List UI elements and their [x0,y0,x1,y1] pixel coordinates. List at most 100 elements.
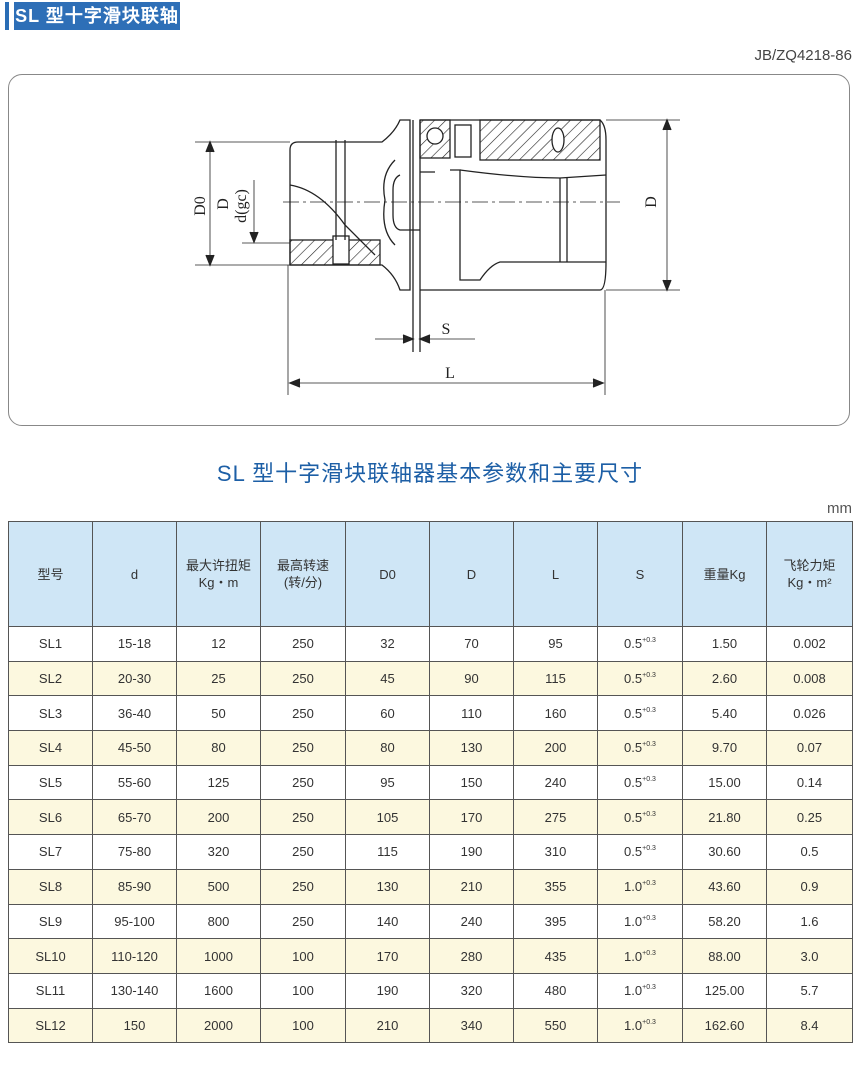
cell-value: 1.0 [624,983,643,999]
cell-weight: 9.70 [682,730,767,766]
column-header: d [92,521,177,627]
cell-model: SL6 [8,799,93,836]
cell-speed: 100 [260,938,346,974]
cell-model: SL9 [8,903,93,940]
cell-value: 200 [544,740,567,756]
cell-value: 355 [544,879,567,895]
cell-value: SL5 [38,775,63,791]
s-tolerance: +0.3 [642,1018,656,1026]
cell-value: 162.60 [704,1017,745,1033]
label-s: S [442,321,451,338]
cell-model: SL3 [8,695,93,732]
cell-value: 65-70 [117,809,152,825]
cell-value: 160 [544,705,567,721]
cell-value: 800 [207,913,230,929]
cell-value: 80 [380,740,395,756]
cell-value: 100 [292,948,314,964]
cell-value: 200 [207,809,230,825]
cell-value: SL2 [38,671,63,687]
cell-value: 100 [292,983,314,999]
column-header: 型号 [8,521,93,627]
column-header-line1: 型号 [37,566,64,582]
cell-moment: 1.6 [766,903,853,940]
cell-value: 0.5 [624,775,643,791]
cell-torque: 125 [176,764,261,801]
cell-d: 130-140 [92,972,177,1009]
s-tolerance: +0.3 [642,914,656,922]
cell-value: 480 [544,983,567,999]
cell-moment: 0.07 [766,730,853,766]
cell-value: 130-140 [110,983,159,999]
cell-value: 88.00 [708,948,741,964]
cell-value: 43.60 [708,879,741,895]
cell-d: 36-40 [92,695,177,732]
cell-l: 395 [513,903,598,940]
cell-d: 110-120 [92,938,177,974]
s-tolerance: +0.3 [642,672,656,680]
cell-value: 210 [376,1017,399,1033]
cell-model: SL10 [8,938,93,974]
cell-value: 140 [376,913,399,929]
cell-value: 21.80 [708,809,741,825]
cell-model: SL7 [8,834,93,870]
label-d-gc: d(gc) [233,189,250,223]
cell-value: 1.50 [711,636,738,652]
cell-speed: 250 [260,730,346,766]
cell-value: 0.25 [796,809,823,825]
cell-moment: 0.002 [766,626,853,662]
cell-value: 170 [460,809,483,825]
column-header-line1: 重量Kg [703,566,746,582]
cell-speed: 250 [260,660,346,697]
right-hub-section [479,119,601,161]
cell-weight: 58.20 [682,903,767,940]
cell-value: 0.026 [793,705,826,721]
cell-d: 70 [429,626,514,662]
cell-d: 190 [429,834,514,870]
cell-value: 150 [460,775,483,791]
cell-value: SL4 [38,740,63,756]
cell-torque: 25 [176,660,261,697]
left-key [332,235,350,265]
cell-d0: 80 [345,730,430,766]
cell-d0: 95 [345,764,430,801]
cell-value: 2.60 [711,671,738,687]
cell-d0: 170 [345,938,430,974]
cell-value: 500 [207,879,230,895]
cell-d: 130 [429,730,514,766]
cell-value: 190 [376,983,399,999]
cell-speed: 100 [260,972,346,1009]
cell-weight: 88.00 [682,938,767,974]
cell-value: 85-90 [117,879,152,895]
cell-moment: 0.9 [766,868,853,905]
cell-value: 310 [544,844,567,860]
cell-model: SL2 [8,660,93,697]
column-header-line1: S [635,566,645,582]
column-header: 最高转速(转/分) [260,521,346,627]
cell-value: 95 [380,775,395,791]
cell-value: SL7 [38,844,63,860]
cell-value: 250 [292,879,314,895]
cell-d: 240 [429,903,514,940]
s-tolerance: +0.3 [642,949,656,957]
cell-value: 58.20 [708,913,741,929]
cell-value: SL11 [35,983,66,999]
cell-value: 115 [545,671,566,687]
cell-d0: 140 [345,903,430,940]
s-tolerance: +0.3 [642,845,656,853]
cell-l: 240 [513,764,598,801]
cell-l: 275 [513,799,598,836]
s-tolerance: +0.3 [642,706,656,714]
label-d-fraction-top: D [215,198,232,210]
cell-s: 1.0+0.3 [597,903,683,940]
diagram-frame [8,74,850,426]
label-d0: D0 [192,196,209,216]
cell-speed: 250 [260,695,346,732]
cell-value: 1.0 [624,948,643,964]
cell-value: 0.5 [624,740,643,756]
table-title: SL 型十字滑块联轴器基本参数和主要尺寸 [216,461,644,486]
cell-moment: 0.5 [766,834,853,870]
